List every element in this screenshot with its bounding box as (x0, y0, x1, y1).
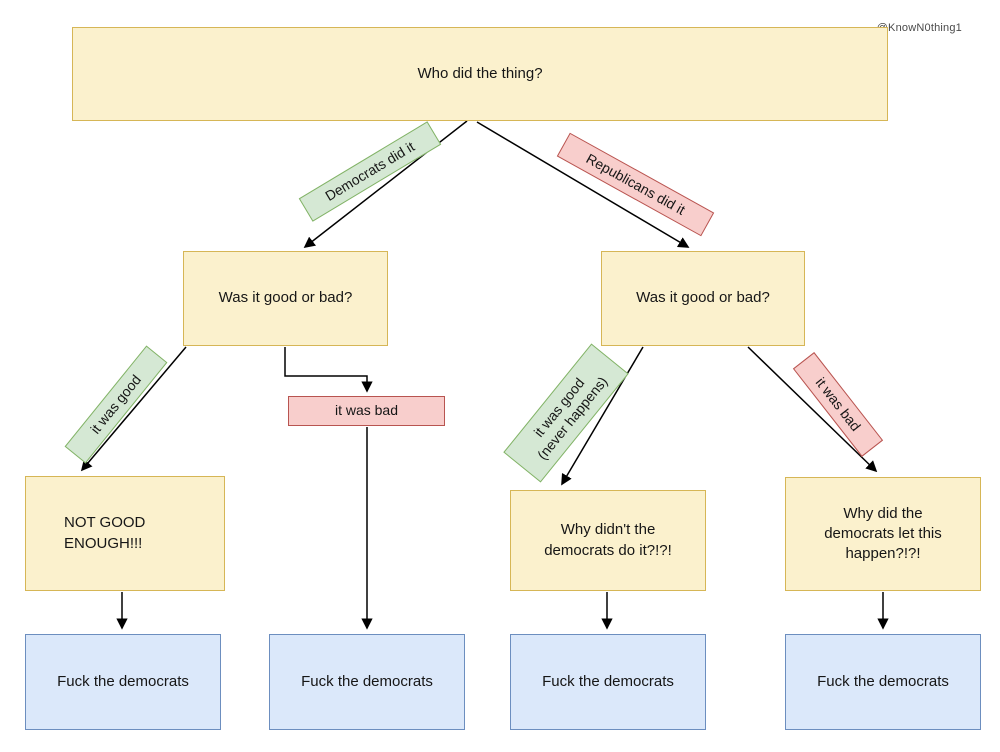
node-outcome-4-label: Fuck the democrats (817, 672, 949, 690)
node-left-question-label: Was it good or bad? (218, 289, 353, 307)
node-outcome-4: Fuck the democrats (785, 634, 981, 730)
edge-label-left-good-text: it was good (86, 371, 144, 437)
edge-label-right-it-was-bad: it was bad (792, 352, 884, 457)
node-root-question: Who did the thing? (72, 27, 888, 121)
node-not-good-enough-label: NOT GOOD ENOUGH!!! (64, 514, 146, 552)
node-right-question-label: Was it good or bad? (636, 289, 770, 307)
node-outcome-2: Fuck the democrats (269, 634, 465, 730)
edge-label-left-bad-text: it was bad (334, 402, 399, 419)
edge-label-republicans-did-it: Republicans did it (556, 132, 715, 237)
edge-label-left-it-was-good: it was good (64, 345, 168, 464)
edge-label-right-bad-text: it was bad (812, 374, 865, 434)
arrow-leftq-to-itwasbad (284, 347, 373, 393)
edge-label-democrats-did-it: Democrats did it (298, 121, 442, 222)
node-not-good-enough: NOT GOOD ENOUGH!!! (25, 476, 225, 591)
node-outcome-2-label: Fuck the democrats (301, 672, 433, 690)
node-why-didnt-democrats: Why didn't the democrats do it?!?! (510, 490, 706, 591)
node-right-question: Was it good or bad? (601, 251, 805, 346)
edge-label-right-it-was-good-never-happens: it was good (never happens) (503, 343, 629, 483)
node-why-did-democrats-let-label: Why did the democrats let this happen?!?… (824, 504, 942, 563)
edge-label-left-it-was-bad: it was bad (288, 396, 445, 426)
node-why-didnt-democrats-label: Why didn't the democrats do it?!?! (544, 521, 672, 559)
node-outcome-3: Fuck the democrats (510, 634, 706, 730)
node-outcome-3-label: Fuck the democrats (542, 672, 674, 690)
edge-label-republicans-text: Republicans did it (583, 150, 689, 218)
edge-label-democrats-text: Democrats did it (322, 137, 418, 204)
edge-label-right-good-text: it was good (never happens) (530, 373, 611, 463)
node-root-question-label: Who did the thing? (417, 64, 543, 82)
node-why-did-democrats-let: Why did the democrats let this happen?!?… (785, 477, 981, 591)
node-outcome-1-label: Fuck the democrats (57, 672, 189, 690)
node-left-question: Was it good or bad? (183, 251, 388, 346)
node-outcome-1: Fuck the democrats (25, 634, 221, 730)
watermark-handle: @KnowN0thing1 (876, 22, 962, 34)
